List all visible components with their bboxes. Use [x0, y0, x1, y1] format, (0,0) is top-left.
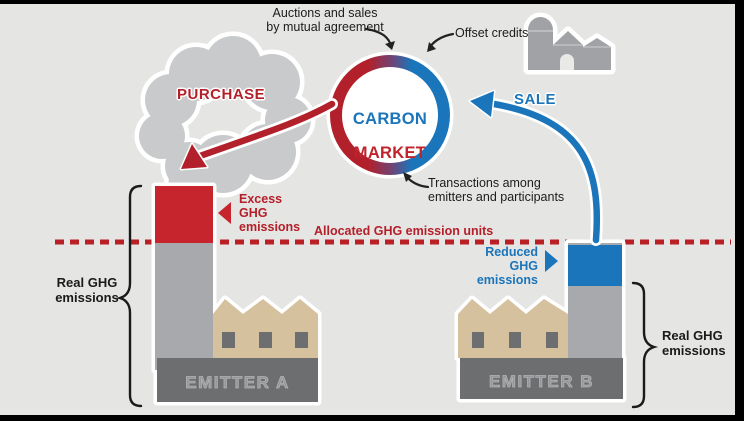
sale-arrow-icon [468, 89, 603, 246]
real-emissions-a-label: Real GHG emissions [55, 275, 119, 305]
reduced-emissions-label: Reduced GHG emissions [476, 245, 538, 287]
letterbox-bottom [0, 415, 744, 421]
smoke-cloud-icon [134, 31, 316, 198]
offset-credits-arrow [428, 32, 455, 49]
triangle-left-icon [218, 202, 231, 224]
sale-label: SALE [514, 91, 557, 108]
auctions-label: Auctions and sales by mutual agreement [266, 6, 384, 34]
letterbox-right [735, 0, 744, 421]
carbon-market-line2: MARKET [353, 143, 427, 162]
excess-emissions-label: Excess GHG emissions [239, 192, 301, 234]
brace-right [631, 281, 659, 409]
carbon-market-label: CARBON MARKET [340, 94, 440, 179]
carbon-market-line1: CARBON [352, 109, 428, 128]
real-emissions-b-label: Real GHG emissions [662, 328, 726, 358]
farm-barn-icon [523, 12, 616, 75]
triangle-right-icon [545, 250, 558, 272]
letterbox-top [0, 0, 744, 4]
purchase-label: PURCHASE [177, 86, 266, 103]
transactions-label: Transactions among emitters and particip… [428, 176, 565, 204]
emitter-a-label: EMITTER A [185, 373, 290, 393]
brace-left [115, 184, 143, 408]
offset-credits-label: Offset credits [455, 26, 529, 40]
carbon-market-ring [326, 51, 454, 179]
factory-emitter-b [454, 239, 627, 403]
factory-emitter-a [151, 182, 322, 406]
auctions-arrow [364, 27, 392, 45]
allocated-units-label: Allocated GHG emission units [314, 224, 494, 238]
emitter-b-label: EMITTER B [488, 372, 595, 392]
purchase-arrow-icon [179, 98, 338, 171]
